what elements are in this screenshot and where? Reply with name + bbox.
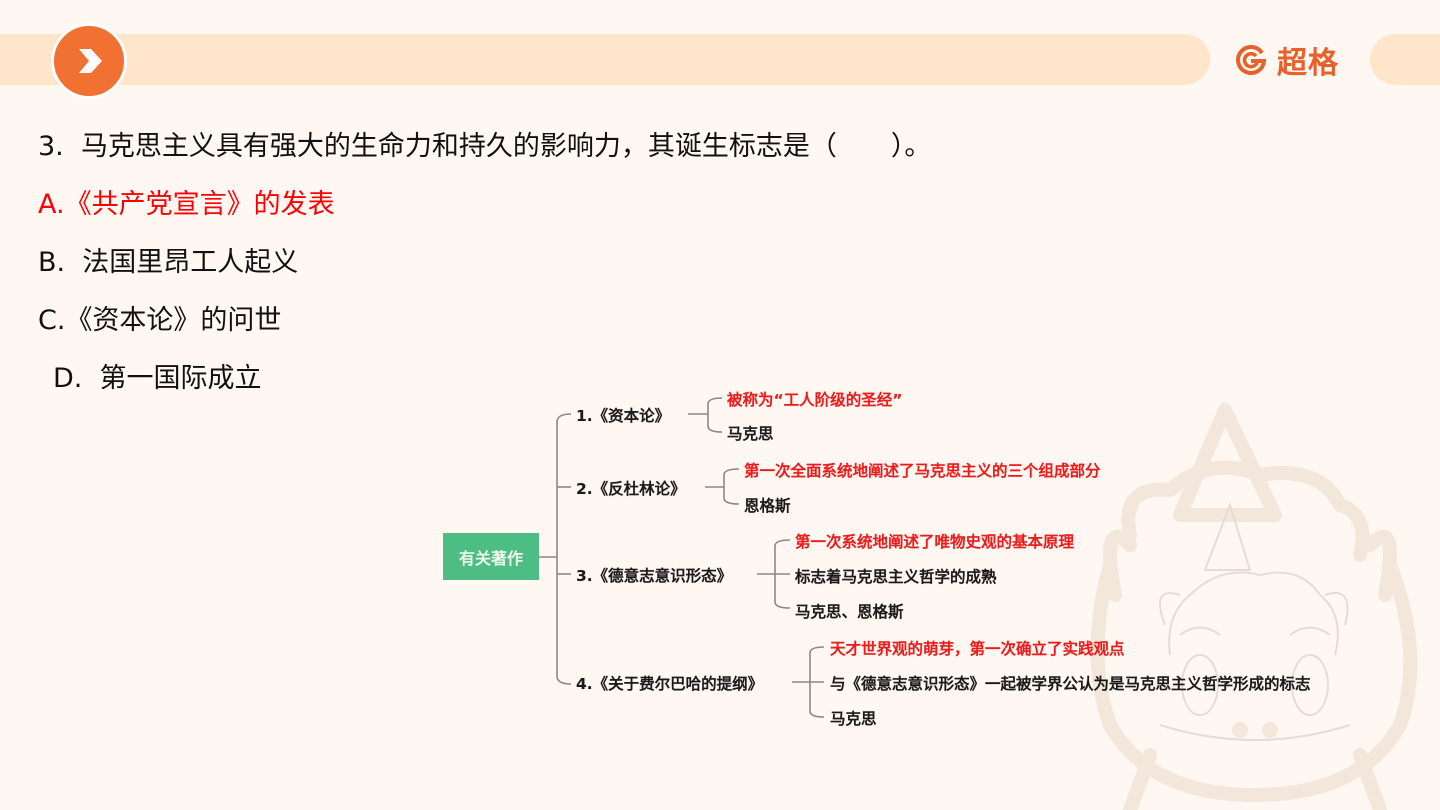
mindmap-branch-3: 3.《德意志意识形态》 <box>576 567 733 585</box>
mindmap-leaf: 马克思 <box>727 425 774 443</box>
header-bar <box>0 34 1210 85</box>
mindmap-leaf: 被称为“工人阶级的圣经” <box>727 391 903 409</box>
option-c[interactable]: C.《资本论》的问世 <box>38 298 281 337</box>
mindmap-root: 有关著作 <box>443 533 539 580</box>
option-label: 《资本论》的问世 <box>65 305 282 336</box>
question-text: 3. 马克思主义具有强大的生命力和持久的影响力，其诞生标志是（ ）。 <box>38 124 931 163</box>
brand-name: 超格 <box>1277 46 1339 81</box>
mindmap-leaf: 恩格斯 <box>744 497 791 515</box>
chevron-right-icon <box>79 49 102 73</box>
unicorn-mascot-icon <box>1090 403 1418 810</box>
option-letter: C. <box>38 305 66 336</box>
option-label: 《共产党宣言》的发表 <box>64 189 335 220</box>
question-number: 3. <box>38 131 64 162</box>
mindmap-leaf: 第一次系统地阐述了唯物史观的基本原理 <box>795 533 1075 551</box>
option-label: 第一国际成立 <box>99 363 262 394</box>
mindmap-leaf: 标志着马克思主义哲学的成熟 <box>795 568 997 586</box>
option-label: 法国里昂工人起义 <box>82 247 299 278</box>
brand-logo: 超格 <box>1235 40 1339 81</box>
next-button[interactable] <box>51 23 127 99</box>
mindmap-leaf: 天才世界观的萌芽，第一次确立了实践观点 <box>830 640 1125 658</box>
option-letter: D. <box>53 363 83 394</box>
mindmap-leaf: 马克思、恩格斯 <box>795 603 904 621</box>
option-letter: A. <box>38 189 65 220</box>
option-a[interactable]: A.《共产党宣言》的发表 <box>38 182 335 221</box>
header-bar-right <box>1370 34 1440 85</box>
option-d[interactable]: D. 第一国际成立 <box>53 356 262 395</box>
option-letter: B. <box>38 247 66 278</box>
mindmap-branch-4: 4.《关于费尔巴哈的提纲》 <box>576 675 764 693</box>
mindmap-leaf: 与《德意志意识形态》一起被学界公认为是马克思主义哲学形成的标志 <box>830 675 1311 693</box>
option-b[interactable]: B. 法国里昂工人起义 <box>38 240 298 279</box>
g-logo-icon <box>1236 45 1267 75</box>
mindmap-leaf: 马克思 <box>830 710 877 728</box>
mindmap-branch-1: 1.《资本论》 <box>576 407 671 425</box>
question-stem: 马克思主义具有强大的生命力和持久的影响力，其诞生标志是（ ）。 <box>80 131 932 162</box>
mindmap-branch-2: 2.《反杜林论》 <box>576 480 686 498</box>
mindmap-leaf: 第一次全面系统地阐述了马克思主义的三个组成部分 <box>744 462 1101 480</box>
